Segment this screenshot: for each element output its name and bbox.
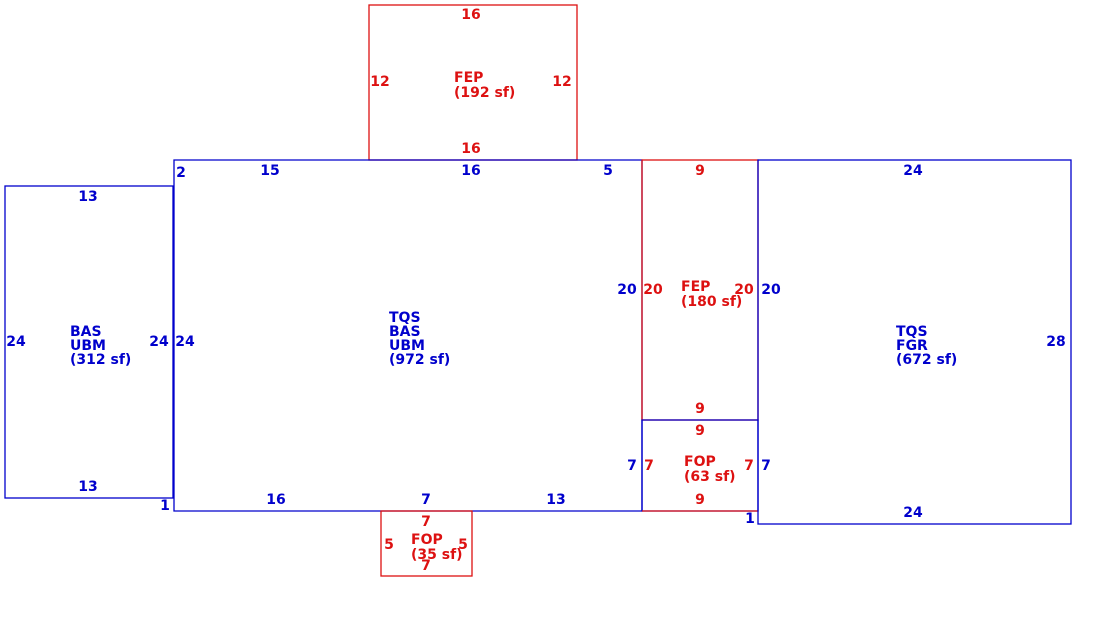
area-line: (180 sf) (681, 294, 742, 310)
area-label-fop-right: FOP (63 sf) (684, 454, 736, 485)
area-label-garage: TQS FGR (672 sf) (896, 324, 957, 368)
dimension-label: 24 (149, 334, 169, 350)
area-line: FEP (454, 70, 483, 86)
dims-fop-right: 9 9 7 7 (644, 423, 754, 508)
area-line: FOP (684, 454, 716, 470)
dimension-label: 16 (461, 7, 480, 23)
area-line: TQS (896, 324, 928, 340)
dimension-label: 5 (603, 163, 613, 179)
dimension-label: 7 (421, 492, 431, 508)
dimension-label: 13 (78, 189, 97, 205)
dimension-label: 20 (734, 282, 754, 298)
area-line: FGR (896, 338, 928, 354)
dimension-label: 24 (6, 334, 26, 350)
dimension-label: 13 (546, 492, 565, 508)
dimension-label: 9 (695, 423, 705, 439)
area-line: (972 sf) (389, 352, 450, 368)
area-line: BAS (389, 324, 421, 340)
area-label-fop-bottom: FOP (35 sf) (411, 532, 463, 563)
dimension-label: 7 (761, 458, 771, 474)
area-line: UBM (389, 338, 425, 354)
area-label-fep-top: FEP (192 sf) (454, 70, 515, 101)
dimension-label: 20 (643, 282, 663, 298)
fop-bottom-outline (380, 510, 473, 577)
area-label-bas-left: BAS UBM (312 sf) (70, 324, 131, 368)
garage-outline (757, 159, 1072, 525)
dimension-label: 7 (627, 458, 637, 474)
area-line: BAS (70, 324, 102, 340)
dimension-label: 9 (695, 492, 705, 508)
dims-main: 2 15 16 5 24 20 7 16 7 13 1 (160, 163, 637, 514)
area-line: UBM (70, 338, 106, 354)
dimension-label: 5 (458, 537, 468, 553)
area-line: FOP (411, 532, 443, 548)
dimension-label: 9 (695, 401, 705, 417)
dimension-label: 15 (260, 163, 279, 179)
area-line: (192 sf) (454, 85, 515, 101)
dimension-label: 24 (903, 163, 923, 179)
area-line: (672 sf) (896, 352, 957, 368)
dimension-label: 16 (266, 492, 285, 508)
dimension-label: 1 (160, 498, 170, 514)
dimension-label: 20 (761, 282, 781, 298)
dimension-label: 5 (384, 537, 394, 553)
dimension-label: 7 (421, 514, 431, 530)
area-line: (312 sf) (70, 352, 131, 368)
dimension-label: 24 (903, 505, 923, 521)
dimension-label: 7 (421, 558, 431, 574)
dimension-label: 28 (1046, 334, 1065, 350)
area-line: (63 sf) (684, 469, 736, 485)
dimension-label: 13 (78, 479, 97, 495)
dims-fep-top: 16 16 12 12 (370, 7, 571, 157)
dimension-label: 7 (644, 458, 654, 474)
dimension-label: 1 (745, 511, 755, 527)
dims-fep-right: 9 9 20 20 (643, 163, 754, 417)
dimension-label: 2 (176, 165, 186, 181)
area-line: TQS (389, 310, 421, 326)
dimension-label: 12 (370, 74, 389, 90)
dimension-label: 12 (552, 74, 571, 90)
area-line: (35 sf) (411, 547, 463, 563)
area-label-main: TQS BAS UBM (972 sf) (389, 310, 450, 368)
area-label-fep-right: FEP (180 sf) (681, 279, 742, 310)
dimension-label: 7 (744, 458, 754, 474)
bas-left-outline (4, 185, 174, 499)
dimension-label: 16 (461, 141, 480, 157)
dims-garage: 24 24 20 7 28 1 (745, 163, 1066, 527)
dimension-label: 16 (461, 163, 480, 179)
area-line: FEP (681, 279, 710, 295)
dimension-label: 20 (617, 282, 637, 298)
dims-fop-bottom: 7 7 5 5 (384, 514, 468, 574)
dimension-label: 24 (175, 334, 195, 350)
dimension-label: 9 (695, 163, 705, 179)
dims-bas-left: 13 13 24 24 (6, 189, 169, 495)
